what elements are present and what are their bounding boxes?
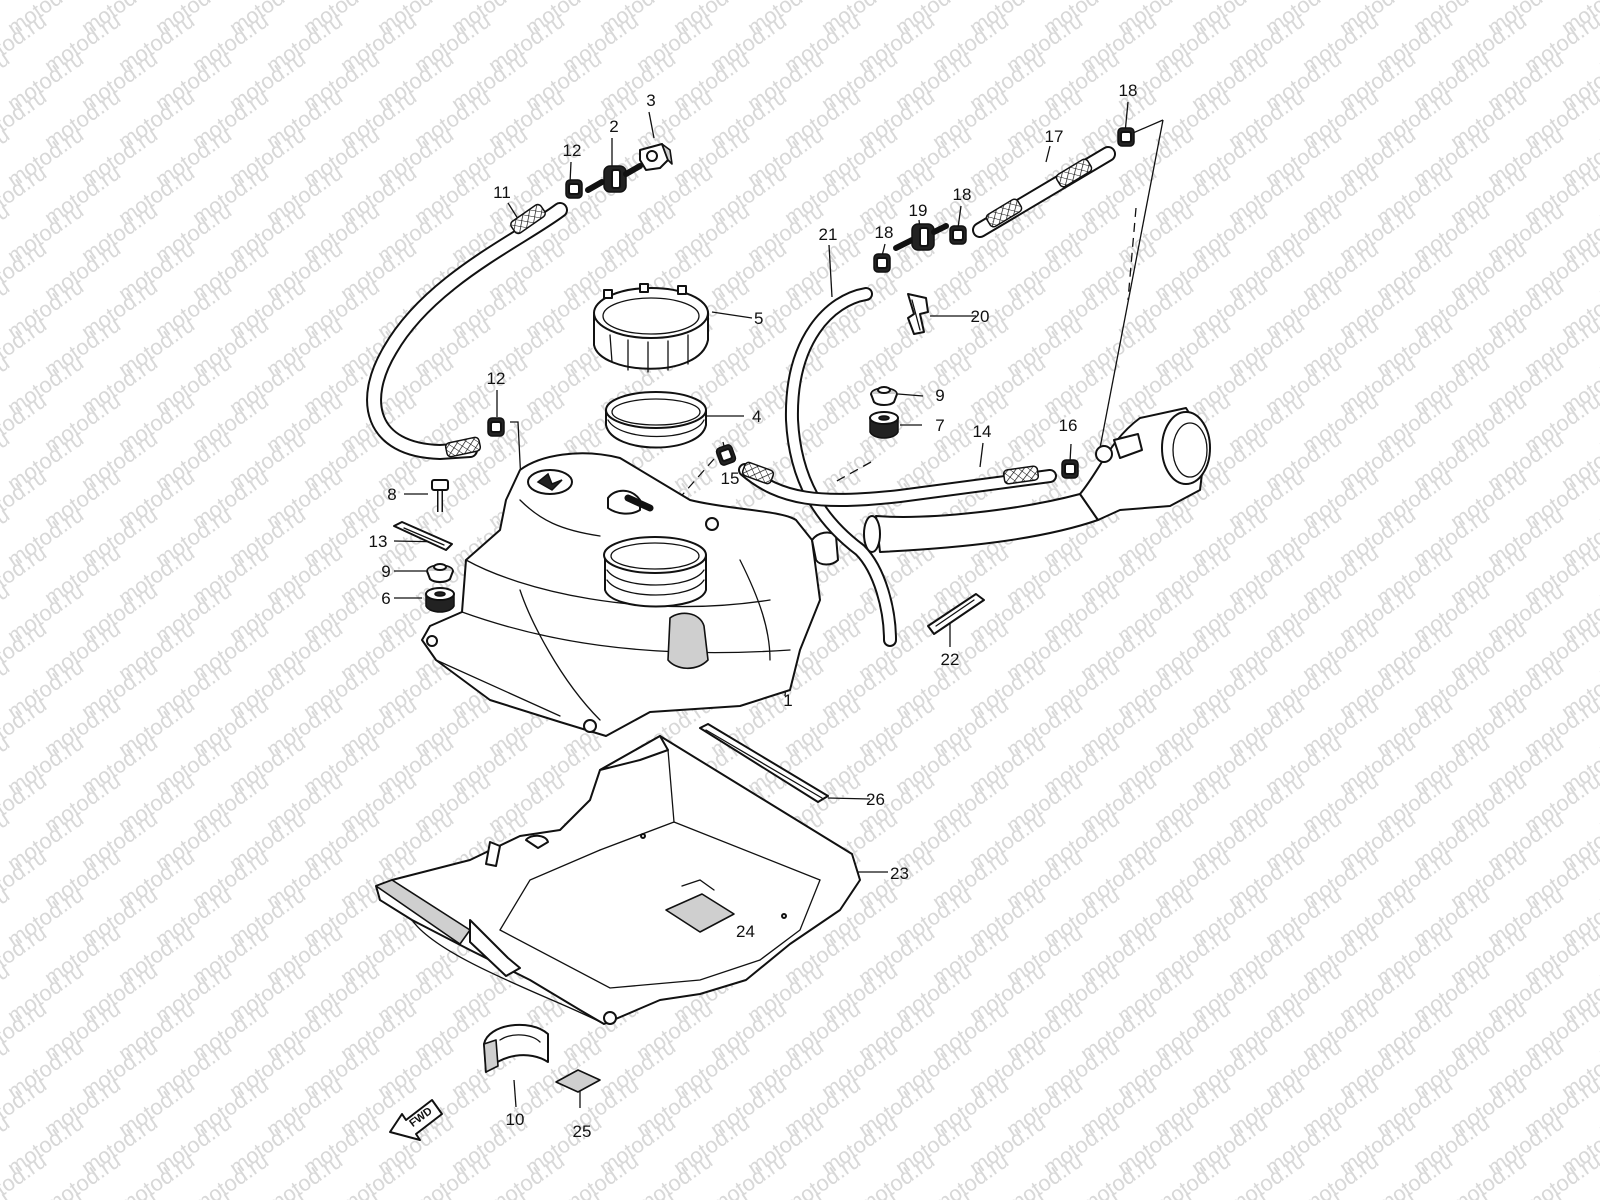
callout-17: 17 [1045, 127, 1064, 146]
callout-24: 24 [736, 922, 755, 941]
part-18-clamp-c [873, 253, 891, 273]
callout-22: 22 [941, 650, 960, 669]
callout-14: 14 [973, 422, 992, 441]
callout-25: 25 [573, 1122, 592, 1141]
callout-23: 23 [890, 864, 909, 883]
callout-3: 3 [646, 91, 655, 110]
callout-4: 4 [752, 407, 761, 426]
callout-21: 21 [819, 225, 838, 244]
callout-18-b: 18 [953, 185, 972, 204]
part-12-hose-clamp-lower [487, 417, 505, 437]
callout-1: 1 [783, 691, 792, 710]
callout-7: 7 [935, 416, 944, 435]
callout-19: 19 [909, 201, 928, 220]
callout-12-upper: 12 [563, 141, 582, 160]
part-9-cushion-left [426, 563, 454, 583]
callout-10: 10 [506, 1110, 525, 1129]
callout-8: 8 [387, 485, 396, 504]
part-6-cushion [425, 587, 455, 613]
callout-9-right: 9 [935, 386, 944, 405]
callout-9-left: 9 [381, 562, 390, 581]
callout-18-a: 18 [1119, 81, 1138, 100]
part-16-clamp [1061, 459, 1079, 479]
part-7-cushion [869, 411, 899, 439]
part-5-lock-ring [593, 283, 709, 373]
part-3-bracket [639, 143, 673, 171]
callout-2: 2 [609, 117, 618, 136]
callout-26: 26 [866, 790, 885, 809]
callout-20: 20 [971, 307, 990, 326]
callout-11: 11 [493, 183, 511, 202]
callout-18-c: 18 [875, 223, 894, 242]
part-18-clamp-a [1117, 127, 1135, 147]
callout-16: 16 [1059, 416, 1078, 435]
part-4-gasket [605, 391, 707, 449]
callout-5: 5 [754, 309, 763, 328]
callout-6: 6 [381, 589, 390, 608]
part-12-hose-clamp-upper [565, 179, 583, 199]
part-18-clamp-b [949, 225, 967, 245]
callout-12-lower: 12 [487, 369, 506, 388]
part-9-cushion-right [870, 386, 898, 406]
callout-13: 13 [369, 532, 388, 551]
callout-15: 15 [721, 469, 740, 488]
